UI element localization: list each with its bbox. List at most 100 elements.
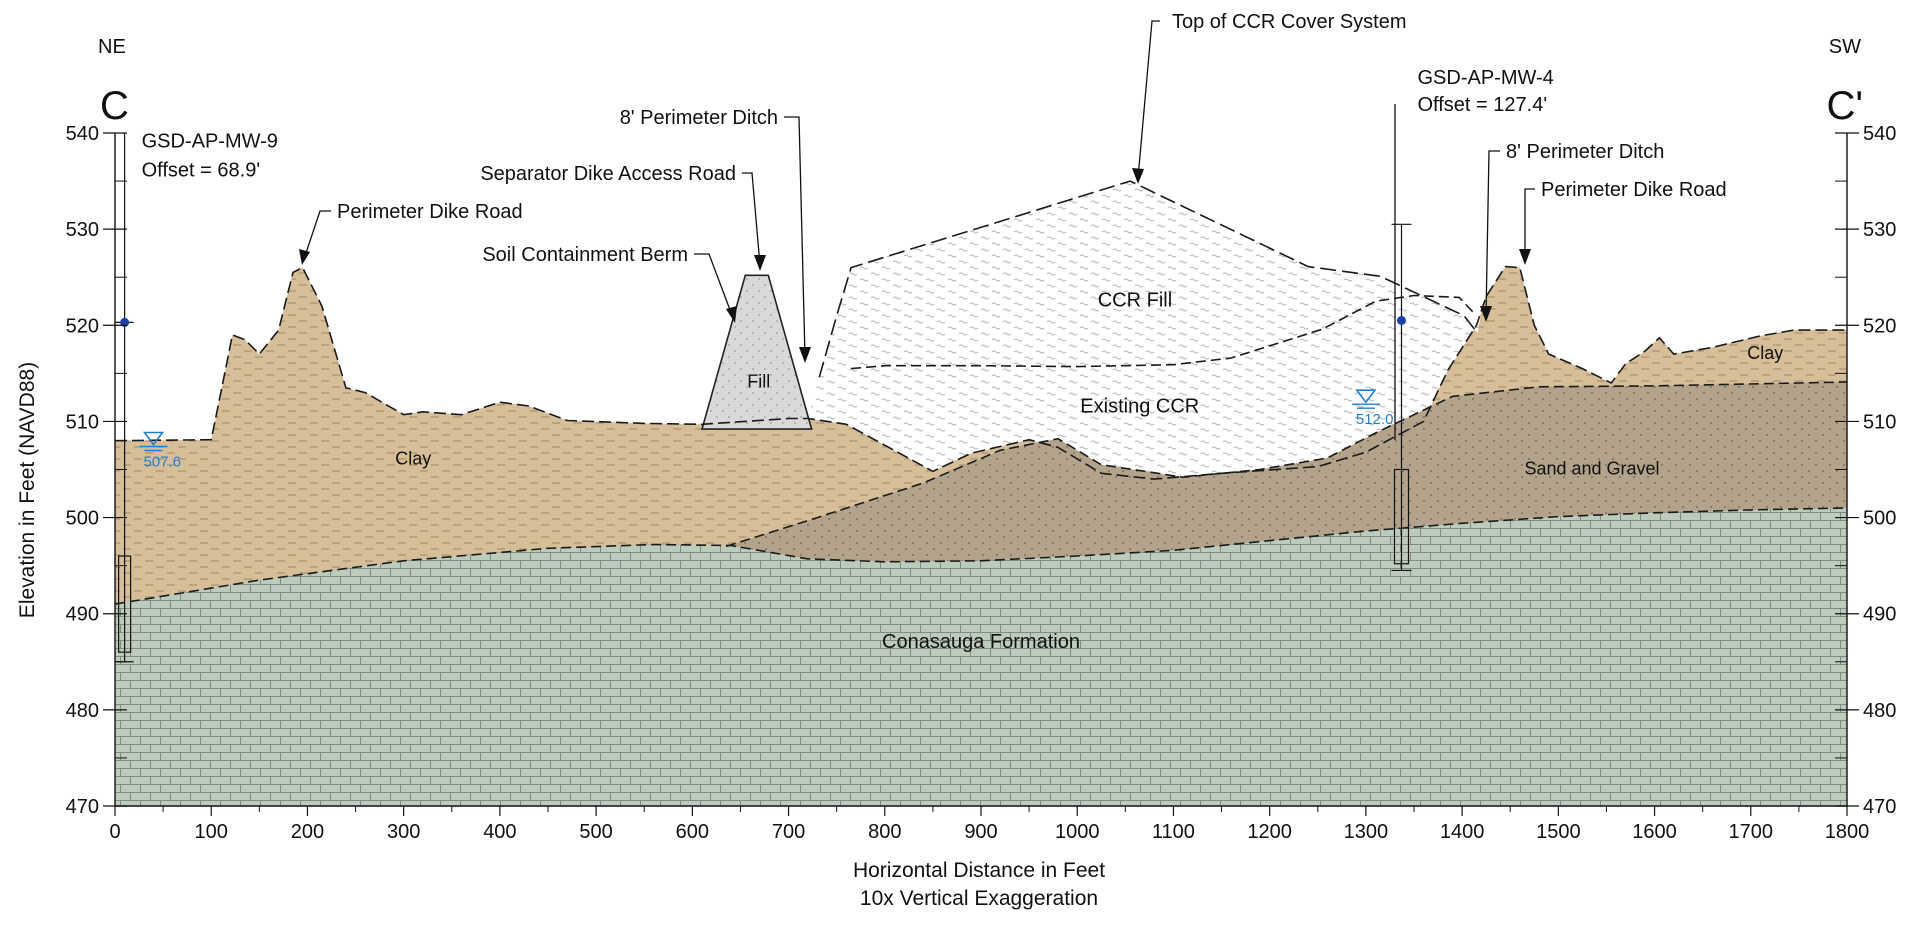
y-tick-label-right: 470 bbox=[1863, 796, 1896, 818]
ground-surface-line bbox=[114, 265, 1847, 480]
x-tick-label: 900 bbox=[964, 821, 997, 843]
callout-separator-dike-access-road: Separator Dike Access Road bbox=[480, 163, 736, 185]
x-tick-label: 100 bbox=[195, 821, 228, 843]
arrowhead-icon bbox=[799, 347, 811, 363]
unit-labels: Conasauga Formation Clay Clay Sand and G… bbox=[395, 290, 1783, 653]
y-tick-label-right: 510 bbox=[1863, 411, 1896, 433]
y-tick-label-right: 520 bbox=[1863, 315, 1896, 337]
x-tick-label: 0 bbox=[109, 821, 120, 843]
x-tick-label: 200 bbox=[291, 821, 324, 843]
callout-perimeter-dike-road-right: Perimeter Dike Road bbox=[1541, 179, 1727, 201]
callout-leaders bbox=[303, 20, 1535, 440]
x-tick-label: 1000 bbox=[1055, 821, 1100, 843]
x-tick-label: 1100 bbox=[1152, 821, 1195, 843]
callout-leader bbox=[694, 253, 734, 319]
conasauga-label: Conasauga Formation bbox=[882, 631, 1080, 653]
well-point-marker bbox=[120, 317, 130, 327]
callout-perimeter-ditch-left: 8' Perimeter Ditch bbox=[620, 107, 778, 129]
callout-arrowheads bbox=[299, 168, 1531, 363]
ccr-unit bbox=[807, 181, 1482, 480]
water-level-value: 512.0 bbox=[1356, 411, 1394, 428]
x-tick-label: 800 bbox=[868, 821, 901, 843]
conasauga-formation-unit bbox=[115, 508, 1847, 806]
monitoring-wells bbox=[115, 133, 1412, 663]
callout-top-of-ccr-cover: Top of CCR Cover System bbox=[1172, 11, 1407, 33]
x-tick-label: 1600 bbox=[1632, 821, 1677, 843]
x-tick-label: 400 bbox=[483, 821, 516, 843]
y-tick-label-left: 470 bbox=[66, 796, 99, 818]
arrowhead-icon bbox=[1519, 249, 1531, 265]
y-tick-label-right: 490 bbox=[1863, 604, 1896, 626]
callout-leader bbox=[1485, 150, 1500, 317]
water-level-line bbox=[139, 445, 168, 452]
ccr-cover-line bbox=[818, 180, 1479, 378]
y-tick-label-left: 520 bbox=[66, 315, 99, 337]
x-tick-label: 600 bbox=[676, 821, 709, 843]
existing-ccr-top-line bbox=[851, 294, 1475, 370]
callout-soil-containment-berm: Soil Containment Berm bbox=[482, 244, 688, 266]
x-tick-label: 1300 bbox=[1344, 821, 1389, 843]
section-end-label: C' bbox=[1826, 84, 1863, 128]
y-tick-label-left: 480 bbox=[66, 700, 99, 722]
clay-label-right: Clay bbox=[1747, 343, 1783, 363]
y-tick-label-left: 500 bbox=[66, 508, 99, 530]
well-name: GSD-AP-MW-9 bbox=[142, 131, 278, 153]
clay-label: Clay bbox=[395, 449, 431, 469]
arrowhead-icon bbox=[754, 255, 766, 271]
y-axis-label: Elevation in Feet (NAVD88) bbox=[16, 362, 39, 618]
well-point-marker bbox=[1396, 315, 1406, 325]
water-levels: 507.6 512.0 bbox=[139, 389, 1394, 471]
callout-perimeter-dike-road-left: Perimeter Dike Road bbox=[337, 201, 523, 223]
x-tick-label: 300 bbox=[387, 821, 420, 843]
x-tick-label: 1800 bbox=[1825, 821, 1870, 843]
callout-leader bbox=[303, 210, 331, 260]
axis-ticks: 0 100 200 300 400 500 600 700 800 900 1000 1100 1200… bbox=[66, 123, 1897, 843]
sand-and-gravel-label: Sand and Gravel bbox=[1524, 458, 1659, 478]
section-start-label: C bbox=[100, 84, 129, 128]
direction-right-label: SW bbox=[1829, 36, 1861, 58]
arrowhead-icon bbox=[1480, 306, 1492, 322]
direction-left-label: NE bbox=[98, 36, 126, 58]
water-level-value: 507.6 bbox=[143, 454, 181, 471]
x-tick-label: 1200 bbox=[1247, 821, 1292, 843]
y-tick-label-right: 500 bbox=[1863, 508, 1896, 530]
y-tick-label-left: 530 bbox=[66, 219, 99, 241]
y-tick-label-left: 540 bbox=[66, 123, 99, 145]
callout-leader bbox=[1137, 20, 1160, 179]
x-axis-note: 10x Vertical Exaggeration bbox=[860, 887, 1098, 910]
callout-leader bbox=[1524, 188, 1535, 259]
x-axis-label: Horizontal Distance in Feet bbox=[853, 859, 1105, 882]
y-tick-label-right: 530 bbox=[1863, 219, 1896, 241]
water-level-line bbox=[1351, 403, 1380, 409]
ccr-fill-label: CCR Fill bbox=[1098, 290, 1172, 312]
stratigraphic-units bbox=[115, 181, 1847, 807]
fill-berm bbox=[700, 274, 813, 430]
y-tick-label-left: 490 bbox=[66, 604, 99, 626]
arrowhead-icon bbox=[1132, 168, 1144, 184]
existing-ccr-label: Existing CCR bbox=[1080, 395, 1199, 417]
well-screen bbox=[118, 555, 132, 653]
y-tick-label-left: 510 bbox=[66, 411, 99, 433]
water-level-triangle-icon bbox=[1355, 389, 1377, 404]
arrowhead-icon bbox=[726, 306, 737, 323]
y-tick-label-right: 480 bbox=[1863, 700, 1896, 722]
rock-contact-line bbox=[114, 507, 1848, 605]
x-tick-label: 1400 bbox=[1440, 821, 1485, 843]
x-tick-label: 1700 bbox=[1729, 821, 1774, 843]
callout-leader bbox=[784, 116, 806, 358]
x-tick-label: 1500 bbox=[1536, 821, 1581, 843]
fill-label: Fill bbox=[747, 372, 770, 392]
contact-lines bbox=[114, 180, 1848, 605]
water-level-triangle-icon bbox=[142, 431, 165, 446]
callout-leader bbox=[742, 172, 761, 266]
x-tick-label: 500 bbox=[579, 821, 612, 843]
well-offset: Offset = 68.9' bbox=[142, 160, 261, 182]
sand-contact-line bbox=[725, 381, 1848, 548]
well-screen bbox=[1393, 468, 1410, 565]
x-tick-label: 700 bbox=[772, 821, 805, 843]
arrowhead-icon bbox=[299, 249, 310, 265]
well-offset: Offset = 127.4' bbox=[1417, 94, 1547, 116]
callout-perimeter-ditch-right: 8' Perimeter Ditch bbox=[1506, 141, 1664, 163]
